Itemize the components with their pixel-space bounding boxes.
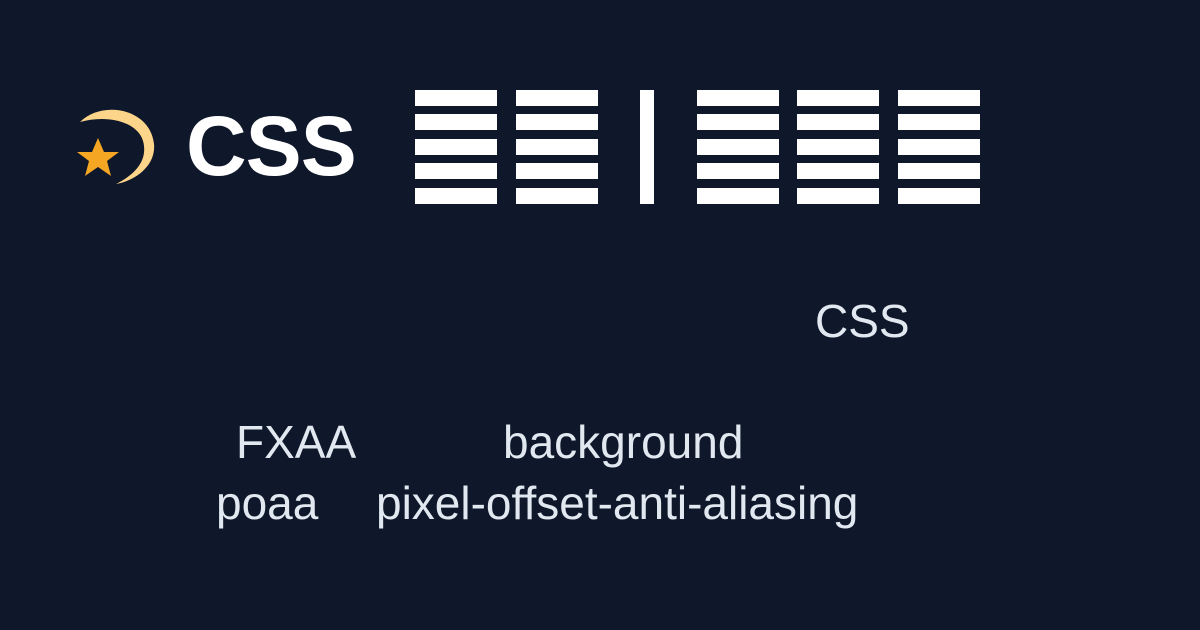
title-separator [640, 90, 654, 204]
word-css: CSS [815, 295, 910, 347]
word-poaa: poaa [216, 477, 319, 529]
glyph-block [697, 90, 779, 204]
shooting-star-icon [77, 109, 155, 184]
glyph-block [516, 90, 598, 204]
word-pixel-offset-anti-aliasing: pixel-offset-anti-aliasing [376, 477, 859, 529]
glyph-block [797, 90, 879, 204]
glyph-block [898, 90, 980, 204]
word-fxaa: FXAA [236, 416, 357, 468]
word-background: background [503, 416, 744, 468]
page-title: CSS [186, 99, 357, 193]
glyph-block [415, 90, 497, 204]
